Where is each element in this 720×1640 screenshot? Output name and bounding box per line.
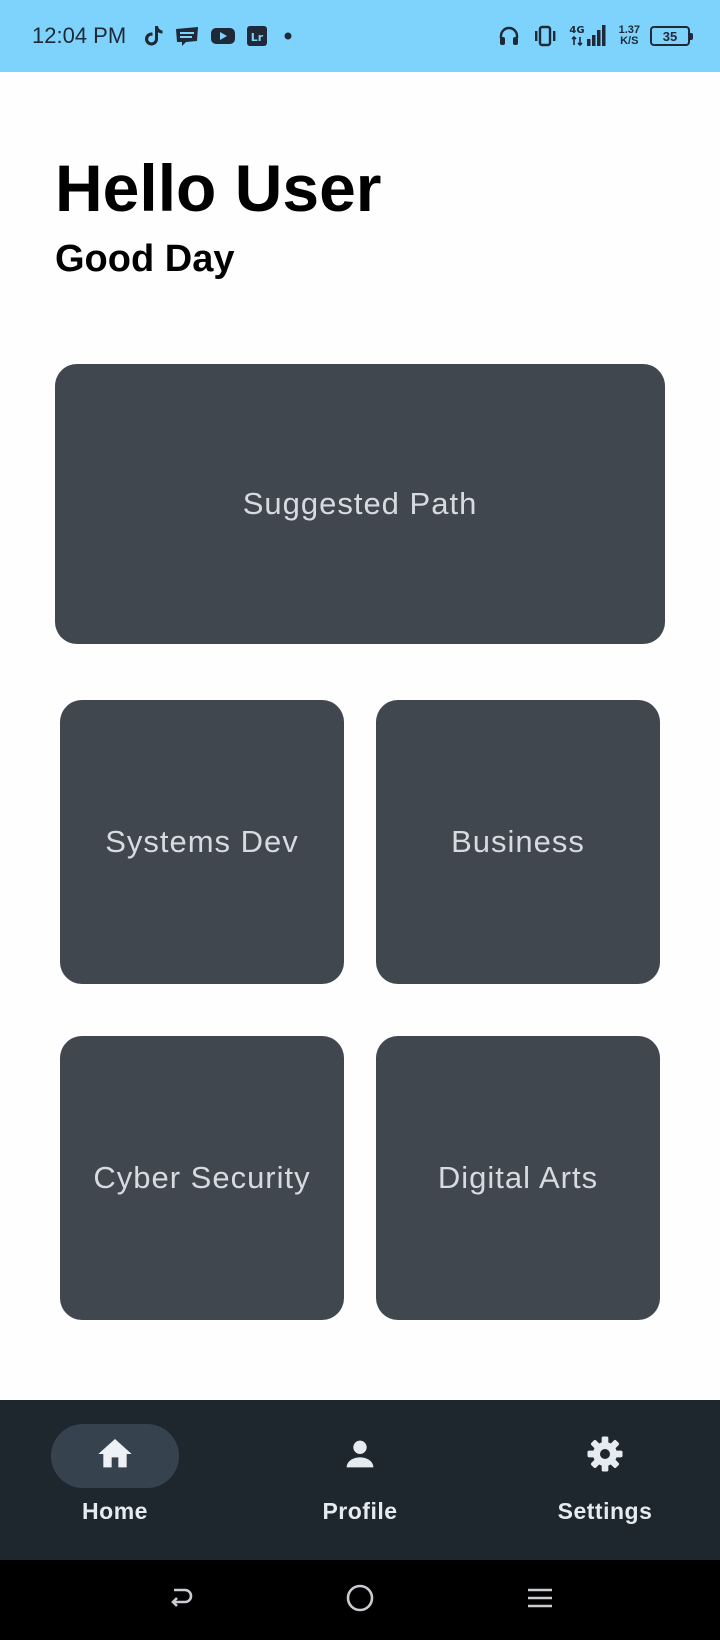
notification-icons: Lr xyxy=(144,22,298,50)
nav-active-indicator xyxy=(51,1424,179,1488)
svg-text:4G: 4G xyxy=(569,25,584,36)
gear-icon xyxy=(585,1434,625,1479)
suggested-path-card[interactable]: Suggested Path xyxy=(55,364,665,644)
net-speed: 1.37 K/S xyxy=(619,25,640,47)
signal-icon: 4G xyxy=(569,23,609,49)
youtube-icon xyxy=(210,26,236,46)
system-status-icons: 4G 1.37 K/S 35 xyxy=(497,20,693,52)
home-circle-icon xyxy=(344,1582,376,1619)
headset-icon xyxy=(497,24,521,48)
battery-level: 35 xyxy=(662,28,678,44)
card-label: Suggested Path xyxy=(242,486,478,521)
cyber-security-card[interactable]: Cyber Security xyxy=(60,1036,344,1320)
menu-icon xyxy=(525,1583,555,1618)
nav-label-settings: Settings xyxy=(557,1498,653,1524)
recents-button[interactable] xyxy=(520,1580,560,1620)
card-label: Digital Arts xyxy=(437,1160,599,1195)
card-label: Systems Dev xyxy=(105,824,299,859)
nav-icon-container xyxy=(296,1424,424,1488)
system-navigation-bar xyxy=(0,1560,720,1640)
card-label: Cyber Security xyxy=(93,1160,311,1195)
nav-item-settings[interactable]: Settings xyxy=(505,1424,705,1534)
back-button[interactable] xyxy=(160,1580,200,1620)
nav-item-home[interactable]: Home xyxy=(15,1424,215,1534)
nav-icon-container xyxy=(541,1424,669,1488)
person-icon xyxy=(340,1434,380,1479)
greeting-title: Hello User xyxy=(55,151,382,225)
dot-icon xyxy=(278,25,298,47)
digital-arts-card[interactable]: Digital Arts xyxy=(376,1036,660,1320)
home-button[interactable] xyxy=(340,1580,380,1620)
nav-label-profile: Profile xyxy=(322,1498,398,1524)
business-card[interactable]: Business xyxy=(376,700,660,984)
status-time: 12:04 PM xyxy=(32,23,127,48)
tiktok-icon xyxy=(144,25,164,47)
back-icon xyxy=(165,1583,195,1618)
systems-dev-card[interactable]: Systems Dev xyxy=(60,700,344,984)
svg-text:Lr: Lr xyxy=(251,31,264,44)
net-speed-unit: K/S xyxy=(620,35,639,47)
card-label: Business xyxy=(451,824,585,859)
status-bar: 12:04 PM Lr xyxy=(0,0,720,72)
bottom-navigation: Home Profile xyxy=(0,1400,720,1560)
webtoon-icon xyxy=(174,25,200,47)
lightroom-icon: Lr xyxy=(246,25,268,47)
net-speed-value: 1.37 xyxy=(618,24,640,36)
greeting-subtitle: Good Day xyxy=(55,238,235,280)
battery-icon: 35 xyxy=(650,26,693,46)
home-icon xyxy=(95,1434,135,1479)
nav-item-profile[interactable]: Profile xyxy=(260,1424,460,1534)
nav-label-home: Home xyxy=(82,1498,148,1524)
vibrate-icon xyxy=(531,24,559,48)
